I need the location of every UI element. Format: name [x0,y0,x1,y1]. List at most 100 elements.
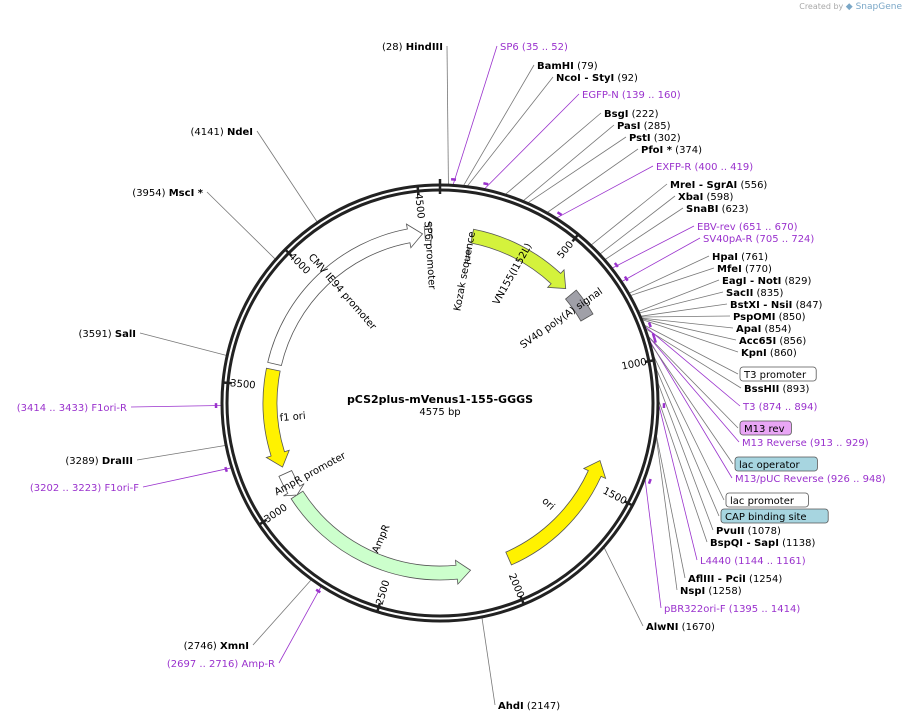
primer-name: Amp-R [242,659,276,670]
boxed-feature-label[interactable]: CAP binding site [720,508,829,524]
leader-line [463,64,535,186]
boxed-label-bg [734,456,818,472]
boxed-feature-label[interactable]: T3 promoter [739,366,817,382]
boxed-label-bg [725,492,809,508]
primer-name: F1ori-R [91,403,127,414]
tick-label: 3000 [262,502,289,525]
restriction-site[interactable]: BstXI - NsiI (847) [730,300,823,311]
feature-ampr[interactable] [290,490,472,586]
restriction-site[interactable]: MfeI (770) [717,264,772,275]
restriction-site[interactable]: NcoI - StyI (92) [556,73,638,84]
restriction-site[interactable]: EagI - NotI (829) [722,276,811,287]
restriction-site[interactable]: ApaI (854) [736,324,792,335]
primer-mark [647,478,652,485]
tick-mark-3000 [258,518,268,526]
tick-mark-500 [571,233,580,243]
restriction-site[interactable]: (3954) MscI * [132,188,203,199]
leader-line [648,336,739,429]
primer-label[interactable]: EGFP-N (139 .. 160) [582,90,681,101]
leader-line [556,165,654,219]
site-name: SnaBI [686,204,718,215]
restriction-site[interactable]: AlwNI (1670) [646,622,715,633]
restriction-site[interactable]: XbaI (598) [678,192,734,203]
feature-label-f1-ori: f1 ori [279,411,306,424]
site-position: (860) [767,348,797,359]
credit-brand: SnapGene [855,2,902,12]
leader-line [656,435,686,579]
boxed-label-text: CAP binding site [725,512,807,523]
boxed-feature-label[interactable]: lac operator [734,456,818,472]
restriction-site[interactable]: SacII (835) [726,288,783,299]
restriction-site[interactable]: PasI (285) [617,121,671,132]
feature-kozak-sequence[interactable] [464,248,471,264]
boxed-feature-label[interactable]: lac promoter [725,492,809,508]
primer-label[interactable]: M13/pUC Reverse (926 .. 948) [735,474,886,485]
boxed-feature-label[interactable]: M13 rev [739,420,792,436]
site-name: BstXI [730,300,760,311]
restriction-site[interactable]: Acc65I (856) [739,336,806,347]
snapgene-logo: ◆ SnapGene [845,2,902,12]
restriction-site[interactable]: (2746) XmnI [184,641,249,652]
site-position: (835) [753,288,783,299]
restriction-site[interactable]: (4141) NdeI [191,127,253,138]
primer-label[interactable]: L4440 (1144 .. 1161) [700,556,806,567]
boxed-label-text: lac promoter [730,496,795,507]
site-position: (4141) [191,127,227,138]
restriction-site[interactable]: PvuII (1078) [716,526,781,537]
primer-label[interactable]: EXFP-R (400 .. 419) [656,162,753,173]
primer-label[interactable]: (3414 .. 3433) F1ori-R [17,403,127,414]
primer-label[interactable]: T3 (874 .. 894) [742,402,817,413]
leader-line [206,191,276,260]
primer-label[interactable]: (3202 .. 3223) F1ori-F [30,483,139,494]
primer-range: (705 .. 724) [752,234,814,245]
restriction-site[interactable]: AhdI (2147) [498,701,560,712]
primer-label[interactable]: M13 Reverse (913 .. 929) [742,438,869,449]
feature-sv40-poly-a-signal[interactable] [564,289,594,322]
primer-label[interactable]: SV40pA-R (705 .. 724) [703,234,814,245]
feature-ampr-promoter[interactable] [278,470,305,497]
restriction-site[interactable]: BsgI (222) [604,109,659,120]
primer-label[interactable]: EBV-rev (651 .. 670) [697,222,798,233]
restriction-site[interactable]: PspOMI (850) [733,312,806,323]
feature-f1-ori[interactable] [262,367,290,468]
site-name-extra: - NsiI [760,300,793,311]
restriction-site[interactable]: (28) HindIII [382,42,443,53]
restriction-site[interactable]: NspI (1258) [680,586,742,597]
primer-range: (2697 .. 2716) [167,659,242,670]
leader-line [252,579,312,646]
site-position: (2746) [184,641,220,652]
leader-line [523,124,615,201]
primer-name: pBR322ori-F [664,604,726,615]
restriction-site[interactable]: BamHI (79) [537,61,598,72]
leader-line [639,291,724,314]
site-name: AlwNI [646,622,679,633]
restriction-site[interactable]: KpnI (860) [741,348,797,359]
feature-cmv-ie94-promoter[interactable] [267,223,424,367]
feature-ori[interactable] [505,459,607,566]
primer-label[interactable]: SP6 (35 .. 52) [500,42,568,53]
feature-sp6-promoter[interactable] [423,221,433,246]
restriction-site[interactable]: MreI - SgrAI (556) [670,180,767,191]
restriction-site[interactable]: BssHII (893) [744,384,810,395]
restriction-site[interactable]: (3289) DraIII [65,456,133,467]
leader-line [591,183,668,246]
boxed-label-text: M13 rev [744,424,785,435]
restriction-site[interactable]: (3591) SalI [78,329,136,340]
restriction-site[interactable]: BspQI - SapI (1138) [710,538,815,549]
site-position: (598) [703,192,733,203]
restriction-site[interactable]: HpaI (761) [712,252,768,263]
primer-name: M13 Reverse [742,438,807,449]
restriction-site[interactable]: SnaBI (623) [686,204,749,215]
tick-mark-3500 [222,381,233,385]
tick-mark-1500 [623,500,634,507]
restriction-site[interactable]: PfoI * (374) [641,145,702,156]
primer-name: F1ori-F [105,483,140,494]
primer-mark [483,182,489,186]
primer-label[interactable]: (2697 .. 2716) Amp-R [167,659,275,670]
primer-range: (139 .. 160) [619,90,681,101]
restriction-site[interactable]: PstI (302) [629,133,681,144]
site-name: AhdI [498,701,524,712]
restriction-site[interactable]: AflIII - PciI (1254) [688,574,782,585]
primer-label[interactable]: pBR322ori-F (1395 .. 1414) [664,604,800,615]
feature-vn155-i152l-[interactable] [470,228,567,289]
